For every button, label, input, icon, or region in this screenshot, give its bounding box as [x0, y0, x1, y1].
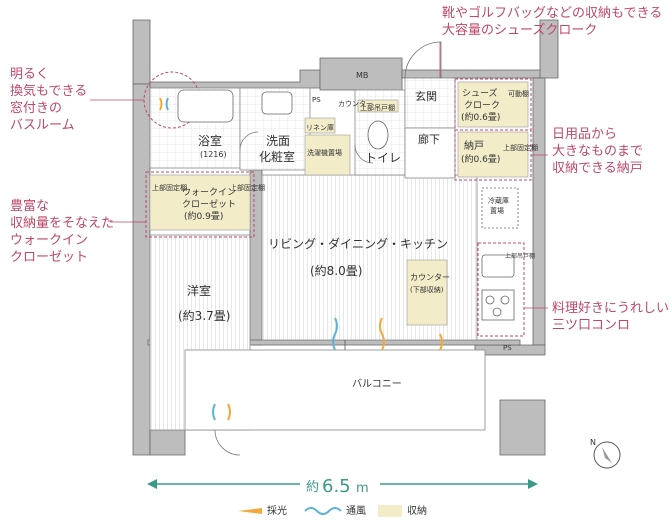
washer-label: 洗濯機置場 — [307, 148, 342, 157]
compass-label: N — [590, 438, 596, 447]
stove — [481, 289, 515, 321]
counter-small-label: カウンター — [338, 99, 373, 108]
kitchen-upper-shelf-label: 上部吊戸棚 — [505, 252, 535, 260]
ldk-label-1: リビング・ダイニング・キッチン — [268, 236, 448, 251]
entrance-floor — [404, 77, 456, 129]
western-label-1: 洋室 — [187, 283, 211, 298]
dimension-value: 6.5 — [322, 476, 351, 497]
walkin-upper-fixed-left: 上部固定棚 — [152, 183, 187, 192]
callout-line: 収納量をそなえた — [10, 216, 115, 231]
shoes-label-1: シューズ — [462, 87, 498, 99]
dimension-prefix: 約 — [306, 480, 319, 495]
wind-legend-icon — [304, 507, 342, 515]
callout-line: 明るく — [10, 67, 50, 82]
linen-label: リネン庫 — [306, 123, 334, 132]
light-icon — [439, 333, 443, 351]
toilet-bowl — [367, 120, 389, 150]
callout-line: 大きなものまで — [552, 144, 644, 159]
kitchen-highlight — [477, 242, 525, 337]
washer-storage — [304, 134, 351, 176]
hallway-label: 廊下 — [418, 132, 440, 146]
kitchen-callout: 料理好きにうれしい 三ツ口コンロ — [552, 300, 669, 334]
legend: 採光 通風 収納 — [238, 504, 427, 517]
movable-shelf-label: 可動棚 — [508, 89, 529, 98]
wind-icon — [212, 403, 216, 421]
western-label-2: (約3.7畳) — [178, 308, 230, 323]
toilet-door — [354, 144, 374, 164]
walkin-label-1: ウォークイン — [182, 187, 236, 198]
upper-shelf-label: 上部吊戸棚 — [360, 103, 395, 112]
walkin-label-2: クローゼット — [182, 198, 236, 210]
toilet-label: トイレ — [365, 151, 401, 165]
walkin-highlight — [145, 171, 255, 238]
callout-line: 料理好きにうれしい — [552, 301, 670, 316]
callout-line: ウォークイン — [10, 233, 89, 248]
entrance-door — [404, 41, 442, 79]
nando-upper-fixed-label: 上部固定棚 — [503, 143, 538, 152]
legend-light: 採光 — [267, 504, 287, 517]
counter-label-2: (下部収納) — [410, 285, 444, 294]
bathtub — [177, 89, 234, 123]
western-door — [214, 429, 241, 456]
ldk-label-2: (約8.0畳) — [310, 263, 362, 278]
light-icon — [159, 97, 163, 111]
balcony-floor — [184, 349, 486, 431]
callout-line: 収納できる納戸 — [552, 161, 643, 176]
nando-label-1: 納戸 — [464, 139, 484, 152]
callout-line: 豊富な — [10, 199, 50, 214]
ps-label-top: PS — [312, 96, 321, 104]
entrance-label: 玄関 — [415, 89, 437, 103]
balcony-label: バルコニー — [352, 378, 402, 390]
legend-storage: 収納 — [407, 504, 427, 517]
light-legend-icon — [238, 508, 262, 514]
dimension-unit: m — [356, 481, 369, 496]
wash-basin — [261, 91, 293, 115]
storage-legend-swatch — [378, 505, 402, 517]
callout-line: 靴やゴルフバッグなどの収納もできる — [442, 6, 663, 21]
callout-line: バスルーム — [10, 118, 75, 133]
mb-label: MB — [356, 71, 368, 80]
dimension-line: 約 6.5 m — [147, 472, 538, 497]
fridge-label-1: 冷蔵庫 — [488, 196, 509, 205]
counter-storage — [406, 259, 448, 326]
fridge-label-2: 置場 — [490, 206, 504, 215]
fridge-space — [481, 187, 519, 229]
upper-shelf-storage — [357, 99, 399, 113]
shoes-label-2: クローク — [464, 100, 500, 111]
callout-line: 換気もできる — [10, 84, 88, 99]
bathroom-callout: 明るく 換気もできる 窓付きの バスルーム — [10, 66, 87, 134]
wind-icon — [165, 97, 169, 111]
bath-label: 浴室 — [198, 133, 222, 148]
shoe-cloak-storage — [457, 81, 529, 128]
walkin-callout: 豊富な 収納量をそなえた ウォークイン クローゼット — [10, 198, 114, 266]
hall-floor — [404, 127, 456, 179]
bath-door — [239, 131, 259, 151]
shoe-cloak-callout: 靴やゴルフバッグなどの収納もできる 大容量のシューズクローク — [442, 5, 662, 39]
walkin-label-3: (約0.9畳) — [184, 210, 223, 222]
compass-icon: N — [590, 438, 621, 469]
sink — [481, 254, 515, 278]
light-icon — [379, 317, 385, 351]
linen-storage — [304, 117, 336, 134]
callout-line: 大容量のシューズクローク — [442, 23, 598, 38]
wind-icon — [332, 317, 338, 351]
callout-line: クローゼット — [10, 250, 89, 265]
light-icon — [227, 403, 231, 421]
callout-line: 三ツ口コンロ — [552, 318, 631, 333]
callout-line: 日用品から — [552, 127, 618, 142]
callout-line: 窓付きの — [10, 101, 63, 116]
bath-size-label: (1216) — [200, 150, 227, 159]
walkin-storage — [149, 174, 251, 231]
nando-label-2: (約0.6畳) — [461, 153, 500, 165]
counter-label-1: カウンター — [410, 273, 450, 282]
walkin-upper-fixed-right: 上部固定棚 — [230, 183, 265, 192]
washroom-label-1: 洗面 — [266, 134, 290, 148]
washroom-label-2: 化粧室 — [259, 149, 295, 164]
legend-wind: 通風 — [346, 505, 366, 517]
nando-storage — [457, 131, 529, 178]
shoes-label-3: (約0.6畳) — [461, 111, 500, 123]
ps-label-bottom: PS — [503, 344, 512, 352]
closet-callout: 日用品から 大きなものまで 収納できる納戸 — [552, 126, 643, 177]
